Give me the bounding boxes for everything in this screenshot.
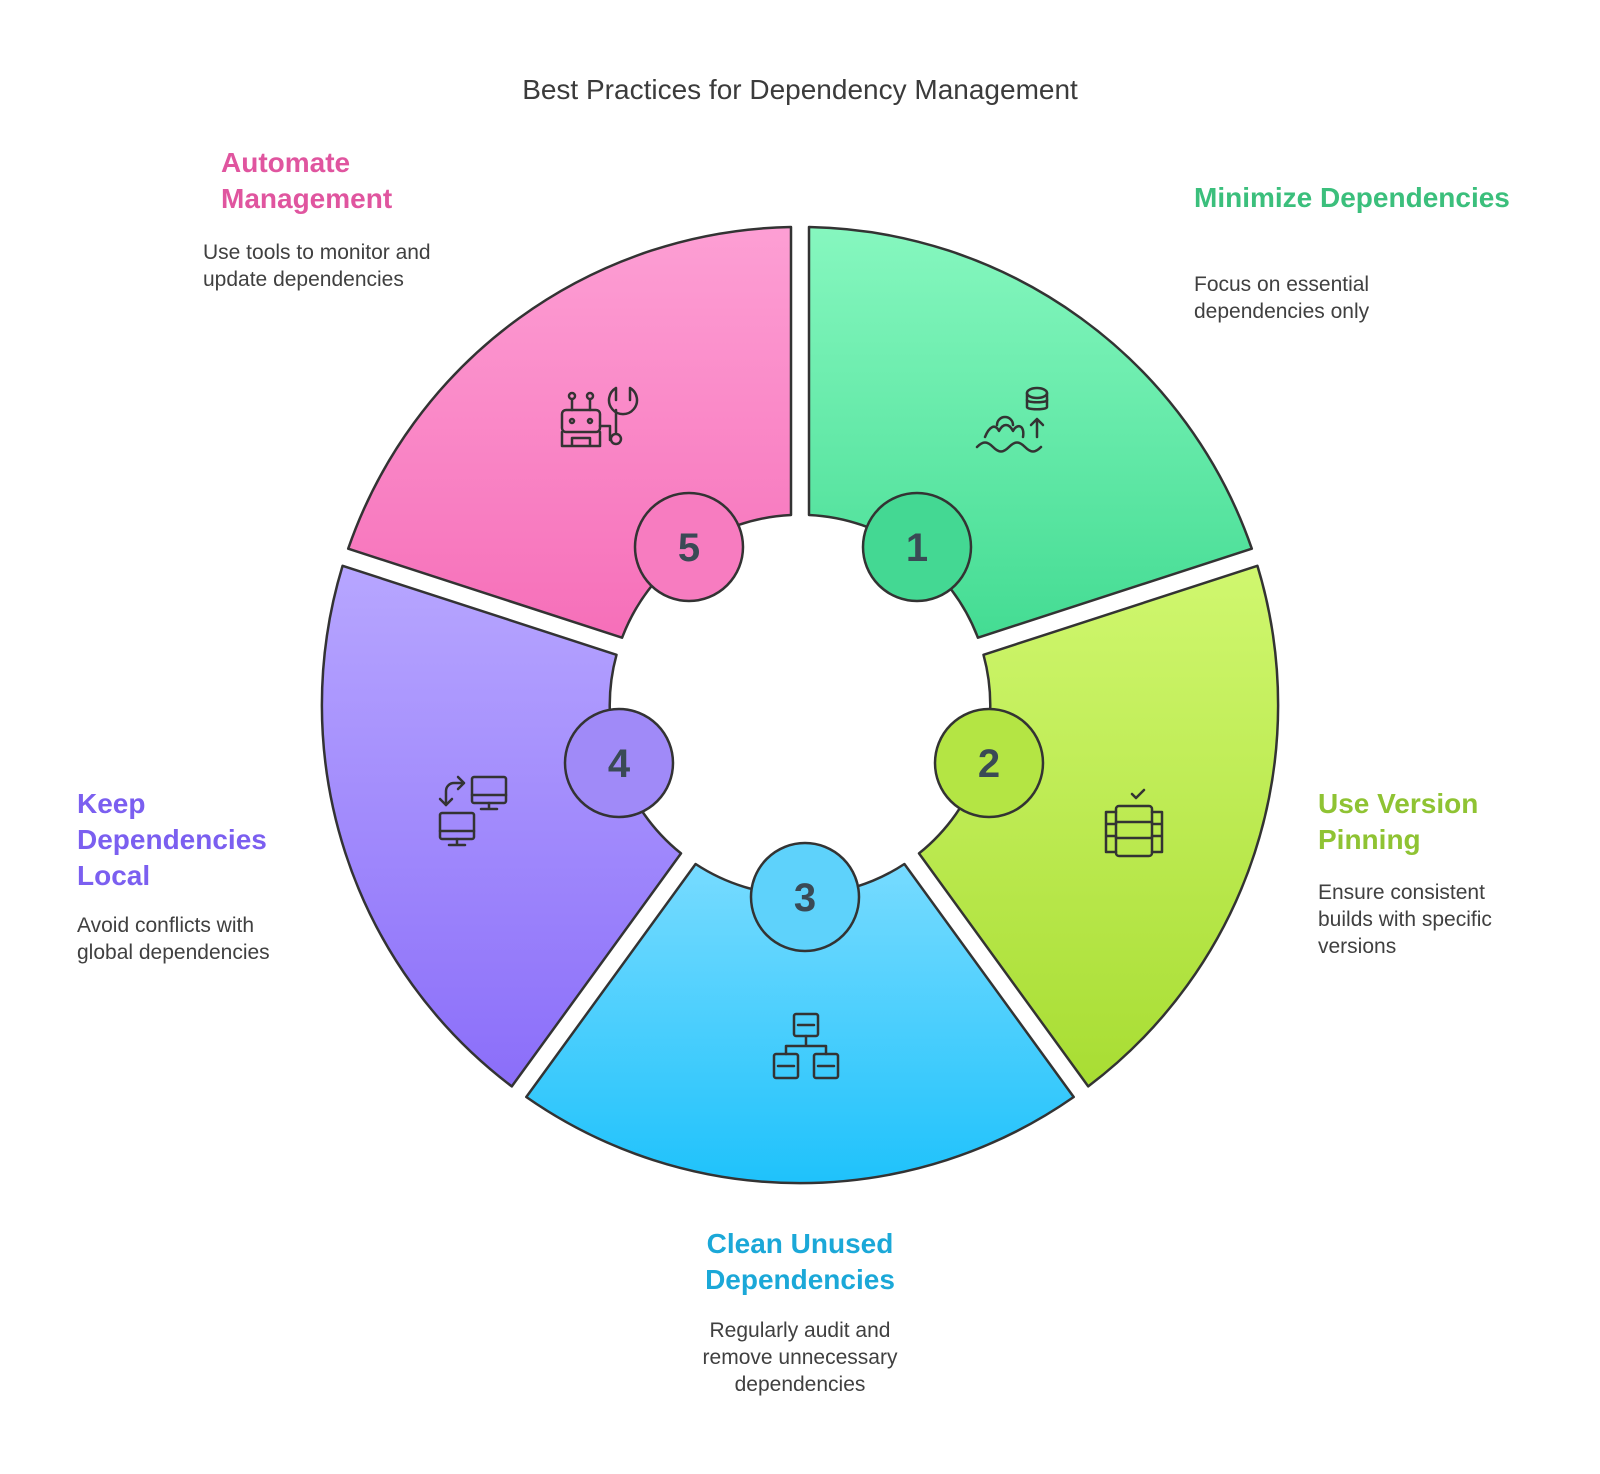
monitors-sync-icon <box>438 775 508 847</box>
step-4-number: 4 <box>608 742 631 786</box>
step-3-number-badge <box>749 841 861 953</box>
step-3-number: 3 <box>794 876 816 920</box>
step-2-title: Use Version Pinning <box>1318 788 1479 855</box>
step-2-number: 2 <box>978 742 1000 786</box>
step-2-description: Ensure consistent builds with specific v… <box>1318 881 1492 958</box>
step-2-number-badge <box>933 707 1045 819</box>
step-1-description: Focus on essential dependencies only <box>1194 273 1370 323</box>
step-1-title: Minimize Dependencies <box>1194 182 1510 213</box>
step-5-number-badge <box>633 491 745 603</box>
step-5-number: 5 <box>678 526 700 570</box>
step-4-description: Avoid conflicts with global dependencies <box>77 914 270 964</box>
step-5-description: Use tools to monitor and update dependen… <box>203 241 431 291</box>
step-3-description: Regularly audit and remove unnecessary d… <box>702 1319 898 1396</box>
server-check-icon <box>1104 788 1164 858</box>
diagram-title: Best Practices for Dependency Management <box>522 74 1078 105</box>
robot-wrench-icon <box>560 386 639 448</box>
step-5-title: Automate Management <box>221 147 393 214</box>
step-1-number-badge <box>861 491 973 603</box>
gear-database-icon <box>975 386 1049 453</box>
step-4-number-badge <box>563 707 675 819</box>
step-1-number: 1 <box>906 526 928 570</box>
step-4-title: Keep Dependencies Local <box>77 788 267 891</box>
hierarchy-icon <box>772 1012 840 1080</box>
step-3-title: Clean Unused Dependencies <box>705 1228 895 1295</box>
